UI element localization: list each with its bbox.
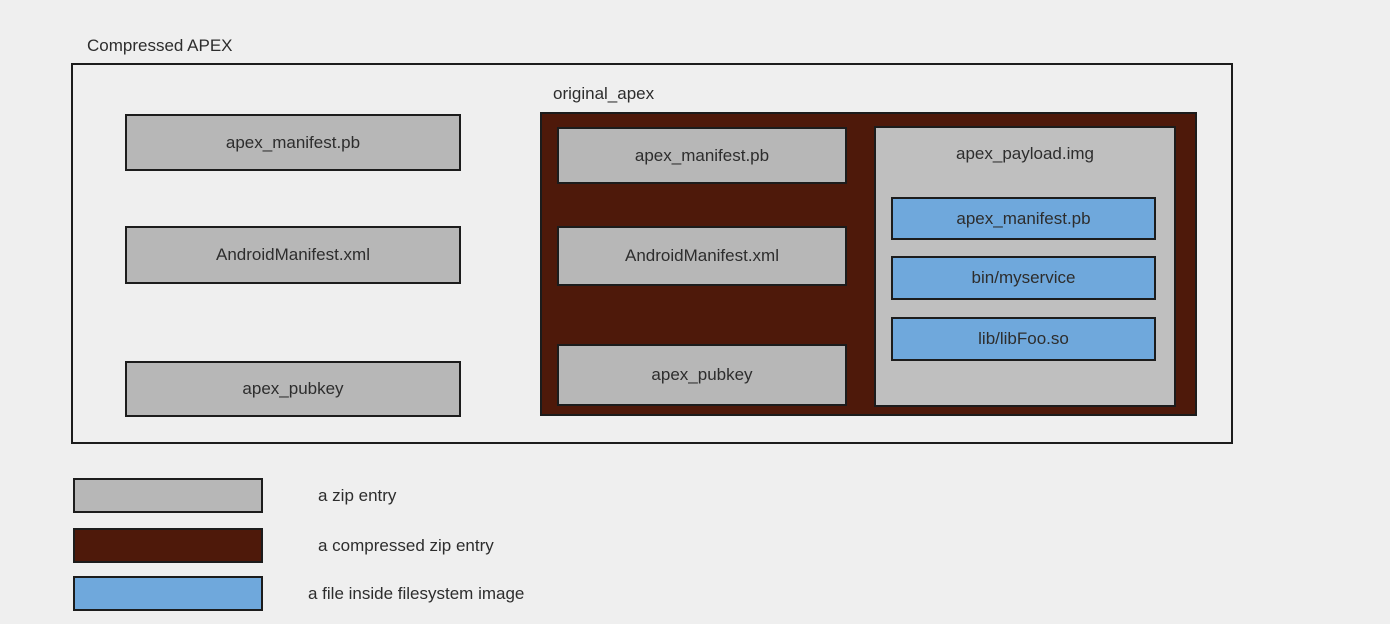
- legend-label-compressed-zip-entry: a compressed zip entry: [318, 536, 494, 555]
- legend-swatch-filesystem-file: [73, 576, 263, 611]
- zip-entry-box-apex-manifest: apex_manifest.pb: [125, 114, 461, 171]
- original-apex-zip-entry-apex-manifest: apex_manifest.pb: [557, 127, 847, 184]
- diagram-title: Compressed APEX: [87, 36, 233, 55]
- apex-payload-image-label: apex_payload.img: [956, 144, 1094, 163]
- original-apex-label: original_apex: [553, 84, 655, 103]
- legend-swatch-zip-entry: [73, 478, 263, 513]
- filesystem-file-apex-manifest: apex_manifest.pb: [891, 197, 1156, 240]
- zip-entry-box-apex-pubkey: apex_pubkey: [125, 361, 461, 417]
- zip-entry-box-android-manifest: AndroidManifest.xml: [125, 226, 461, 284]
- legend-label-zip-entry: a zip entry: [318, 486, 397, 505]
- original-apex-zip-entry-apex-pubkey: apex_pubkey: [557, 344, 847, 406]
- original-apex-zip-entry-android-manifest: AndroidManifest.xml: [557, 226, 847, 286]
- legend-label-filesystem-file: a file inside filesystem image: [308, 584, 525, 603]
- legend-swatch-compressed-zip-entry: [73, 528, 263, 563]
- filesystem-file-bin-myservice: bin/myservice: [891, 256, 1156, 300]
- filesystem-file-lib-libfoo: lib/libFoo.so: [891, 317, 1156, 361]
